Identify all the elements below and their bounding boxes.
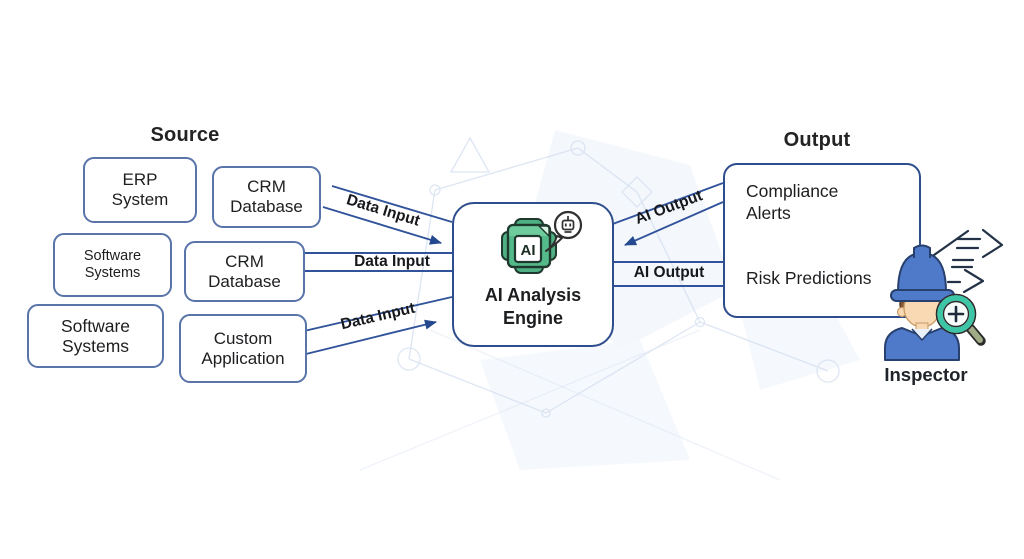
inspector-label: Inspector: [884, 364, 968, 385]
source-box-software-systems-1: Software Systems: [53, 233, 172, 297]
output-heading: Output: [783, 129, 851, 151]
ai-chip-text: AI: [521, 242, 536, 259]
output-item-risk-predictions: Risk Predictions: [746, 268, 872, 288]
ai-analysis-engine-label: AI Analysis Engine: [484, 285, 582, 328]
ai-chip-icon: AI: [501, 210, 583, 274]
robot-glyph: [561, 216, 575, 233]
ai-output-label-2: AI Output: [633, 264, 705, 281]
speech-bubble: [553, 210, 583, 240]
source-heading: Source: [150, 124, 220, 146]
speech-bubble-tail: [545, 235, 563, 252]
source-box-label: Custom Application: [201, 328, 285, 368]
inspector-person: [884, 244, 960, 361]
ai-output-label-1: AI Output: [632, 187, 705, 228]
source-box-label: Software Systems: [83, 248, 142, 281]
source-box-custom-application: Custom Application: [179, 314, 307, 383]
ai-analysis-engine-box: AI AI Analysis Engine: [452, 202, 614, 347]
source-box-label: CRM Database: [230, 177, 303, 216]
output-panel: Compliance Alerts Risk Predictions: [723, 163, 921, 318]
inspector-illustration: [884, 228, 1004, 361]
source-box-label: CRM Database: [208, 251, 281, 291]
data-input-label-3: Data Input: [339, 299, 417, 334]
source-box-label: ERP System: [111, 170, 169, 209]
data-input-label-2: Data Input: [354, 253, 430, 270]
magnifier-icon: [935, 293, 986, 346]
source-box-software-systems-2: Software Systems: [27, 304, 164, 368]
source-box-crm-database-1: CRM Database: [212, 166, 321, 228]
data-input-label-1: Data Input: [344, 191, 422, 230]
source-box-erp-system: ERP System: [83, 157, 197, 223]
source-box-label: Software Systems: [60, 315, 131, 356]
output-item-compliance-alerts: Compliance Alerts: [746, 181, 839, 223]
source-box-crm-database-2: CRM Database: [184, 241, 305, 302]
